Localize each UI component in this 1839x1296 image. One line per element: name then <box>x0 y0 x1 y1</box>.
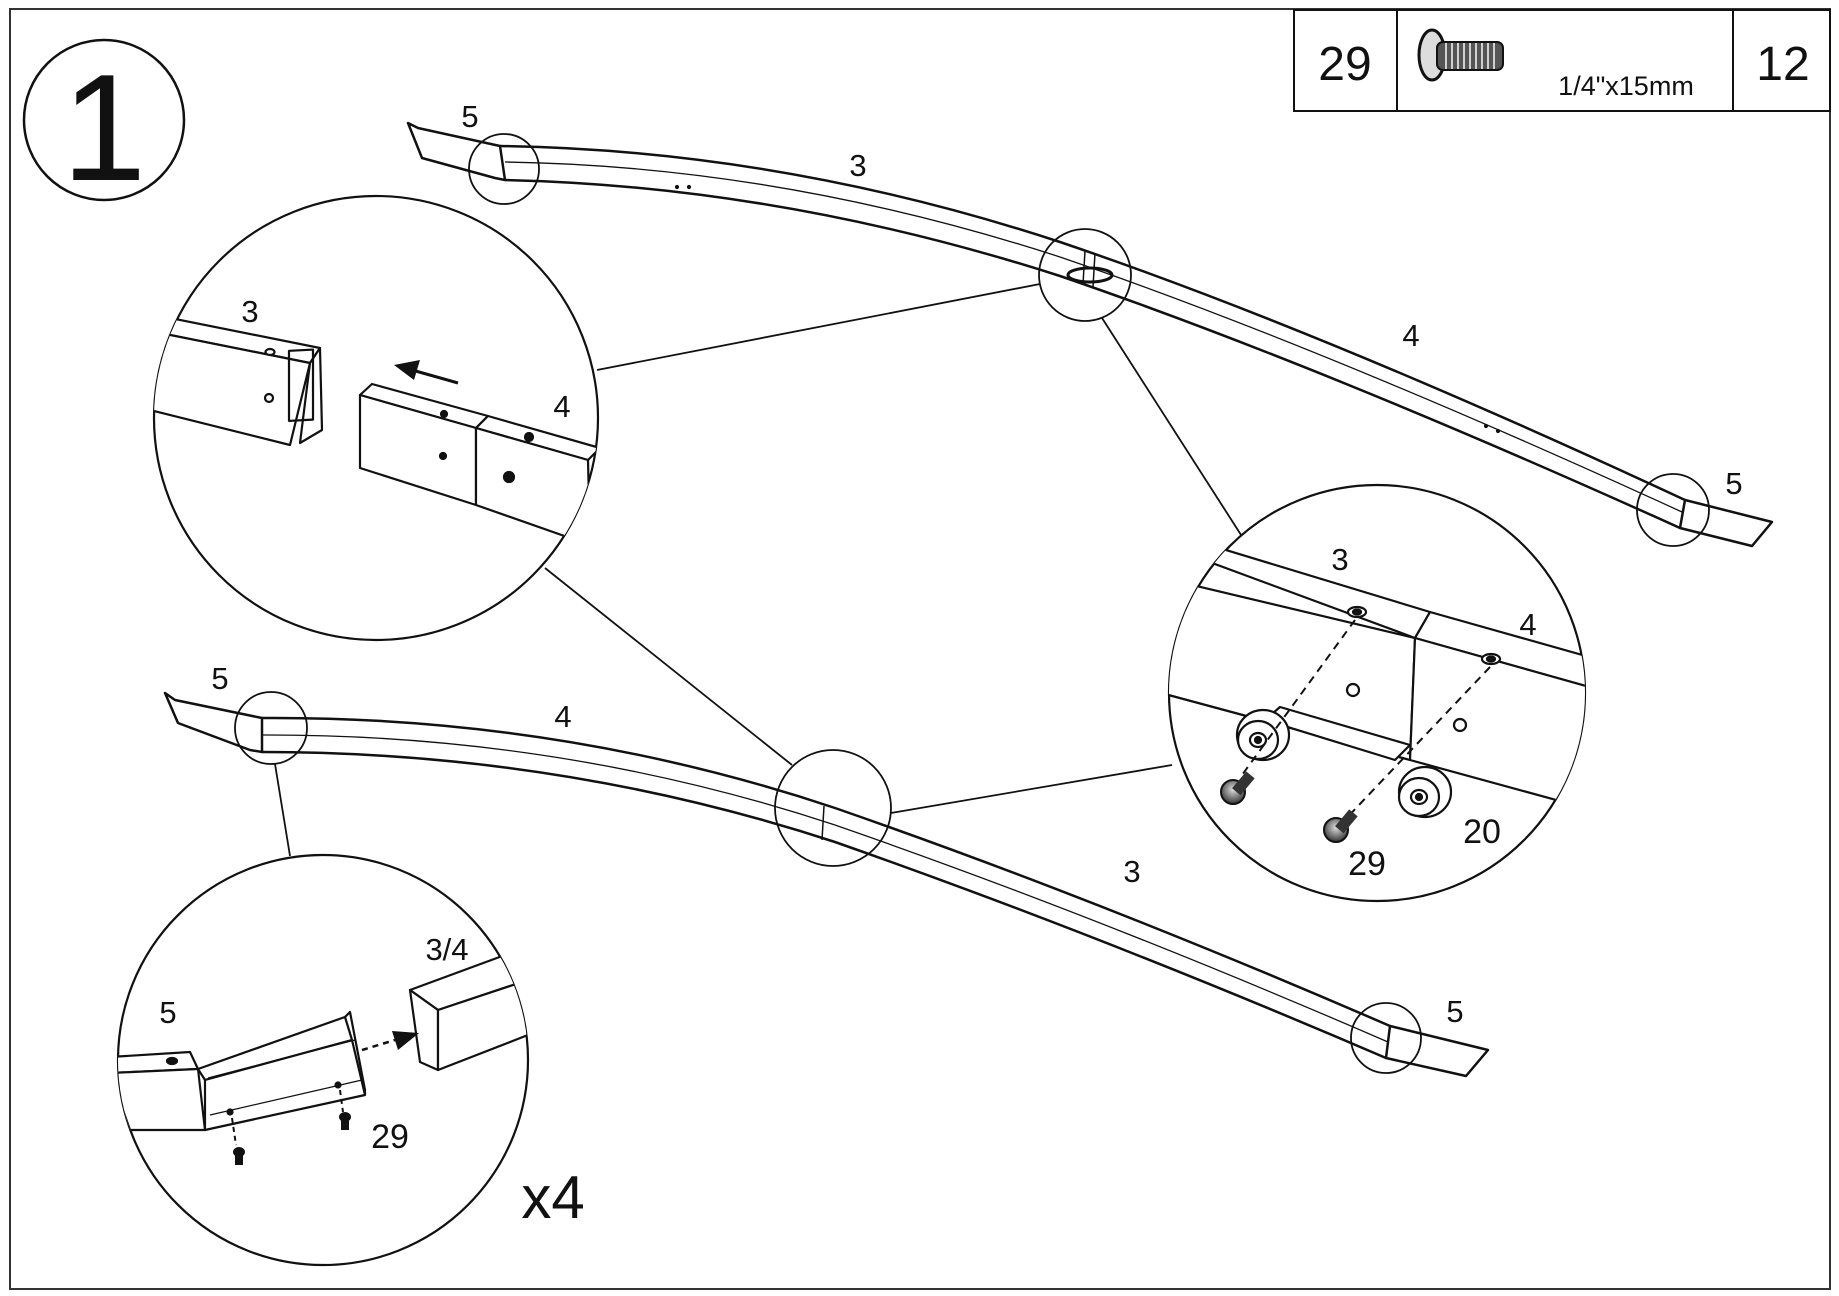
end-5-side <box>118 1067 207 1132</box>
part-size: 1/4"x15mm <box>1558 71 1694 101</box>
label-bottom-end-left: 5 <box>211 661 228 696</box>
label-insert-tube-3: 3 <box>241 294 258 329</box>
screw-icon <box>1220 771 1255 805</box>
bolt-icon <box>1417 28 1504 82</box>
detail-insert: 3 4 <box>152 194 600 642</box>
arrow-right-icon <box>361 1031 419 1052</box>
callout-circle <box>1636 473 1710 547</box>
label-end-screw: 29 <box>371 1118 409 1156</box>
frame-bottom <box>163 691 1490 1078</box>
label-top-mid-left: 3 <box>849 148 866 183</box>
rail-bottom-edge <box>504 178 1681 530</box>
screw-icon <box>339 1112 351 1130</box>
step-badge: 1 <box>22 38 186 213</box>
label-bolt-tube-3: 3 <box>1331 542 1348 577</box>
callout-circle <box>1038 228 1132 322</box>
rail-top-edge <box>499 144 1686 502</box>
tube-4-side <box>1408 636 1585 814</box>
label-top-end-right: 5 <box>1725 466 1742 501</box>
tube-end-side <box>436 978 528 1072</box>
label-bottom-mid-right: 3 <box>1123 854 1140 889</box>
page-border <box>9 8 1831 1290</box>
label-top-mid-right: 4 <box>1402 318 1419 353</box>
parts-table-border <box>1293 9 1831 112</box>
label-top-end-left: 5 <box>461 99 478 134</box>
detail-end: 5 3/4 29 <box>116 853 530 1267</box>
part-id: 29 <box>1318 38 1371 91</box>
part-quantity: 12 <box>1756 38 1809 91</box>
end-piece-5 <box>1678 498 1774 548</box>
label-end-tube: 3/4 <box>425 932 468 967</box>
label-end-piece-5: 5 <box>159 995 176 1030</box>
label-bolt-tube-4: 4 <box>1519 607 1536 642</box>
leader-lines <box>274 283 1244 857</box>
end-piece-5 <box>1384 1024 1490 1078</box>
callout-circle <box>774 749 892 867</box>
label-bolt-wheel: 20 <box>1463 813 1501 851</box>
detail-bolt: 3 4 20 29 <box>1167 483 1587 903</box>
label-insert-tube-4: 4 <box>553 389 570 424</box>
callout-circle <box>468 133 540 205</box>
end-piece-5 <box>406 121 507 182</box>
screw-icon <box>1323 809 1358 843</box>
label-bolt-screw: 29 <box>1348 845 1386 883</box>
rail-mid-edge <box>504 161 1683 513</box>
step-number: 1 <box>62 43 147 213</box>
arrow-left-icon <box>394 360 459 385</box>
rail-top-edge <box>261 716 1391 1028</box>
callout-circle <box>1350 1002 1422 1074</box>
parts-table: 29 1/4"x15mm 12 <box>1293 9 1831 112</box>
callout-circle <box>234 691 308 765</box>
label-bottom-mid-left: 4 <box>554 699 571 734</box>
rail-bottom-edge <box>261 750 1387 1060</box>
screw-icon <box>233 1147 245 1165</box>
label-bottom-end-right: 5 <box>1446 994 1463 1029</box>
repeat-multiplier: x4 <box>521 1164 584 1231</box>
rail-mid-edge <box>261 734 1389 1043</box>
step-circle <box>22 38 186 202</box>
frame-top <box>406 121 1774 548</box>
